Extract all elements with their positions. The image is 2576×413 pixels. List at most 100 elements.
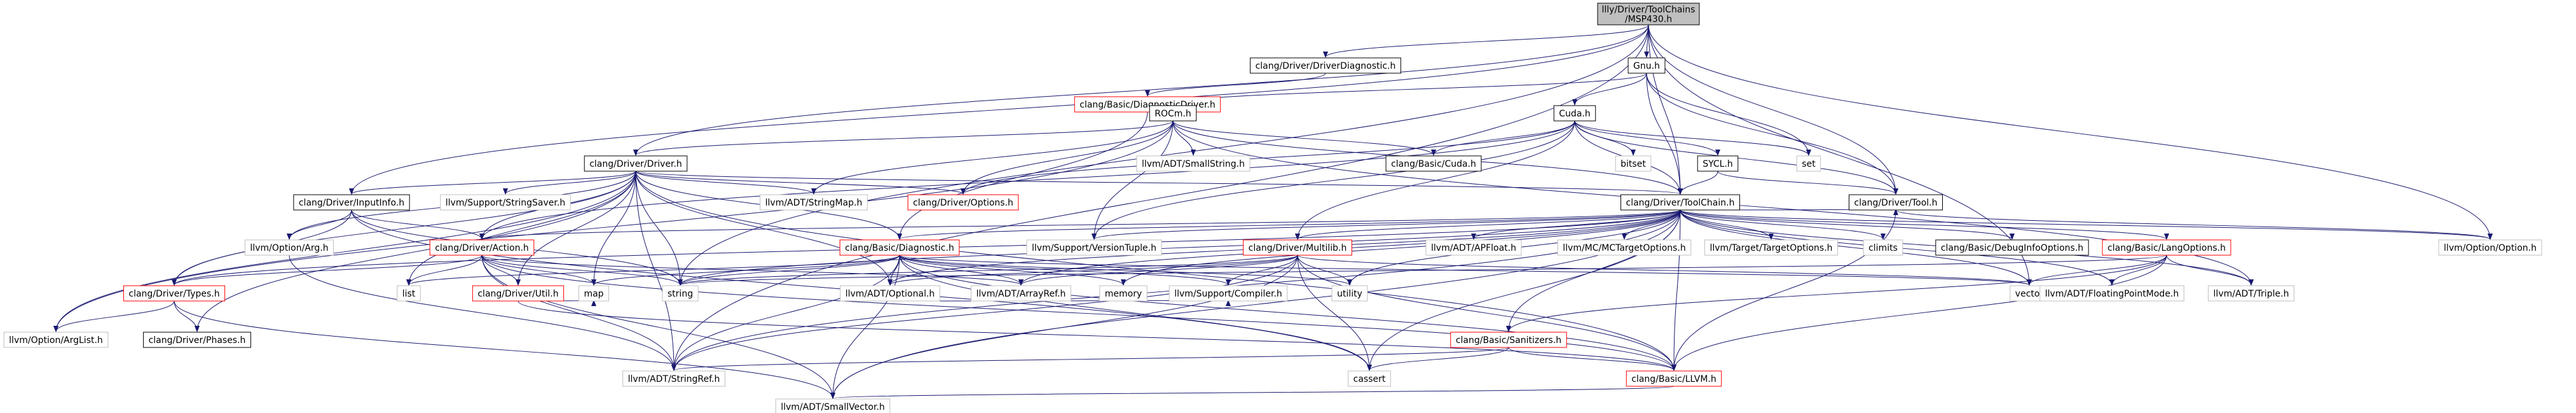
- graph-node-set[interactable]: set: [1796, 155, 1821, 172]
- node-label: llvm/Support/VersionTuple.h: [1032, 243, 1156, 253]
- edge-root-to-ToolChain: [1648, 24, 1683, 195]
- graph-node-APFloat[interactable]: llvm/ADT/APFloat.h: [1425, 239, 1522, 256]
- graph-node-Triple[interactable]: llvm/ADT/Triple.h: [2208, 285, 2294, 302]
- graph-node-ToolChain[interactable]: clang/Driver/ToolChain.h: [1620, 194, 1740, 211]
- graph-node-climits[interactable]: climits: [1863, 239, 1903, 256]
- node-label: clang/Basic/DebugInfoOptions.h: [1941, 243, 2083, 253]
- edge-Tool-to-LLVM: [1671, 209, 1896, 371]
- graph-node-TargetOptions[interactable]: llvm/Target/TargetOptions.h: [1704, 239, 1839, 256]
- edge-Multilib-to-Optional: [887, 255, 1298, 286]
- edge-Cuda-to-DriverOptions: [961, 120, 1575, 195]
- edge-root-to-vector: [1648, 24, 2032, 286]
- edge-ToolChain-to-MCTargetOptions: [1622, 209, 1681, 240]
- graph-node-Action[interactable]: clang/Driver/Action.h: [429, 239, 535, 256]
- graph-node-DebugInfoOptions[interactable]: clang/Basic/DebugInfoOptions.h: [1935, 239, 2089, 256]
- node-box: [1250, 57, 1401, 74]
- graph-node-BasicCuda[interactable]: clang/Basic/Cuda.h: [1385, 155, 1482, 172]
- node-label: llvm/ADT/Optional.h: [846, 289, 935, 299]
- graph-node-SmallString[interactable]: llvm/ADT/SmallString.h: [1136, 155, 1250, 172]
- graph-node-cassert[interactable]: cassert: [1348, 370, 1391, 387]
- graph-node-LLVM[interactable]: clang/Basic/LLVM.h: [1626, 370, 1722, 387]
- edge-Multilib-to-utility: [1297, 255, 1352, 286]
- graph-node-Cuda[interactable]: Cuda.h: [1553, 105, 1596, 122]
- edge-root-to-string: [678, 24, 1649, 286]
- graph-node-InputInfo[interactable]: clang/Driver/InputInfo.h: [293, 194, 410, 211]
- graph-node-Optional[interactable]: llvm/ADT/Optional.h: [840, 285, 940, 302]
- edge-BasicDiagnostic-to-memory: [899, 255, 1126, 286]
- graph-node-StringSaver[interactable]: llvm/Support/StringSaver.h: [440, 194, 571, 211]
- edge-Types-to-Phases: [174, 300, 200, 332]
- node-box: [622, 370, 725, 387]
- node-label: Cuda.h: [1559, 109, 1590, 119]
- graph-node-ROCm[interactable]: ROCm.h: [1149, 105, 1197, 122]
- graph-node-Sanitizers[interactable]: clang/Basic/Sanitizers.h: [1450, 332, 1567, 348]
- graph-node-utility[interactable]: utility: [1331, 285, 1368, 302]
- graph-node-string[interactable]: string: [662, 285, 699, 302]
- node-box: [2102, 239, 2231, 256]
- graph-node-DiagnosticDriver[interactable]: clang/Basic/DiagnosticDriver.h: [1074, 96, 1221, 113]
- node-box: [584, 155, 688, 172]
- graph-node-StringRef[interactable]: llvm/ADT/StringRef.h: [622, 370, 725, 387]
- edge-ToolChain-to-LLVM: [1671, 209, 1681, 371]
- graph-node-StringMap[interactable]: llvm/ADT/StringMap.h: [760, 194, 868, 211]
- edge-ToolChain-to-string: [678, 209, 1681, 286]
- edge-ROCm-to-SmallString: [1172, 120, 1196, 156]
- edge-BasicDiagnostic-to-string: [678, 255, 900, 286]
- node-label: clang/Driver/Tool.h: [1854, 198, 1938, 208]
- edge-BasicDiagnostic-to-Compiler: [899, 255, 1231, 286]
- graph-node-Driver[interactable]: clang/Driver/Driver.h: [584, 155, 688, 172]
- edge-BasicDiagnostic-to-list: [406, 255, 900, 286]
- graph-node-Types[interactable]: clang/Driver/Types.h: [123, 285, 226, 302]
- graph-node-LangOptions[interactable]: clang/Basic/LangOptions.h: [2102, 239, 2231, 256]
- edge-ToolChain-to-APFloat: [1471, 209, 1681, 240]
- edge-Driver-to-InputInfo: [349, 171, 636, 195]
- graph-node-DriverUtil[interactable]: clang/Driver/Util.h: [472, 285, 565, 302]
- edge-ToolChain-to-Multilib: [1295, 209, 1681, 240]
- graph-node-memory[interactable]: memory: [1099, 285, 1148, 302]
- node-box: [578, 285, 610, 302]
- edge-ToolChain-to-LangOptions: [1680, 209, 2169, 240]
- graph-node-OptionArg[interactable]: llvm/Option/Arg.h: [244, 239, 334, 256]
- graph-node-OptionOption[interactable]: llvm/Option/Option.h: [2438, 239, 2542, 256]
- graph-node-Tool[interactable]: clang/Driver/Tool.h: [1849, 194, 1943, 211]
- edge-BasicDiagnostic-to-cassert: [899, 255, 1372, 371]
- graph-node-BasicDiagnostic[interactable]: clang/Basic/Diagnostic.h: [839, 239, 960, 256]
- node-box: [2438, 239, 2542, 256]
- edge-LLVM-to-SmallVector: [831, 386, 1675, 399]
- node-box: [1099, 285, 1148, 302]
- graph-node-DriverOptions[interactable]: clang/Driver/Options.h: [907, 194, 1019, 211]
- edge-Driver-to-map: [591, 171, 636, 286]
- edge-Cuda-to-set: [1574, 120, 1811, 156]
- node-box: [760, 194, 868, 211]
- node-label: string: [668, 289, 693, 299]
- edge-Sanitizers-to-cassert: [1367, 347, 1509, 371]
- edge-ToolChain-to-vector: [1680, 209, 2032, 286]
- graph-node-ArgList[interactable]: llvm/Option/ArgList.h: [3, 332, 109, 348]
- node-label: vector: [2015, 289, 2044, 299]
- node-label: llvm/MC/MCTargetOptions.h: [1563, 243, 1686, 253]
- graph-node-bitset[interactable]: bitset: [1615, 155, 1652, 172]
- edge-Driver-to-StringMap: [635, 171, 816, 195]
- node-box: [1615, 155, 1652, 172]
- graph-node-Multilib[interactable]: clang/Driver/Multilib.h: [1243, 239, 1352, 256]
- graph-node-MCTargetOptions[interactable]: llvm/MC/MCTargetOptions.h: [1557, 239, 1692, 256]
- node-box: [1385, 155, 1482, 172]
- graph-node-Gnu[interactable]: Gnu.h: [1627, 57, 1666, 74]
- graph-node-ArrayRef[interactable]: llvm/ADT/ArrayRef.h: [971, 285, 1071, 302]
- node-label: clang/Basic/Cuda.h: [1391, 159, 1476, 169]
- graph-node-Compiler[interactable]: llvm/Support/Compiler.h: [1168, 285, 1288, 302]
- graph-node-SmallVector[interactable]: llvm/ADT/SmallVector.h: [775, 398, 891, 413]
- graph-node-map[interactable]: map: [578, 285, 610, 302]
- graph-node-SYCL[interactable]: SYCL.h: [1697, 155, 1739, 172]
- edge-Tool-to-OptionOption: [1895, 209, 2493, 240]
- graph-node-list[interactable]: list: [397, 285, 421, 302]
- graph-node-FloatingPointMode[interactable]: llvm/ADT/FloatingPointMode.h: [2039, 285, 2184, 302]
- edge-Driver-to-list: [406, 171, 636, 286]
- edge-ToolChain-to-Action: [479, 209, 1681, 240]
- edge-ROCm-to-StringMap: [811, 120, 1174, 195]
- node-box: [1626, 370, 1722, 387]
- graph-node-VersionTuple[interactable]: llvm/Support/VersionTuple.h: [1026, 239, 1162, 256]
- graph-node-Phases[interactable]: clang/Driver/Phases.h: [143, 332, 251, 348]
- graph-node-DriverDiagnostic[interactable]: clang/Driver/DriverDiagnostic.h: [1250, 57, 1401, 74]
